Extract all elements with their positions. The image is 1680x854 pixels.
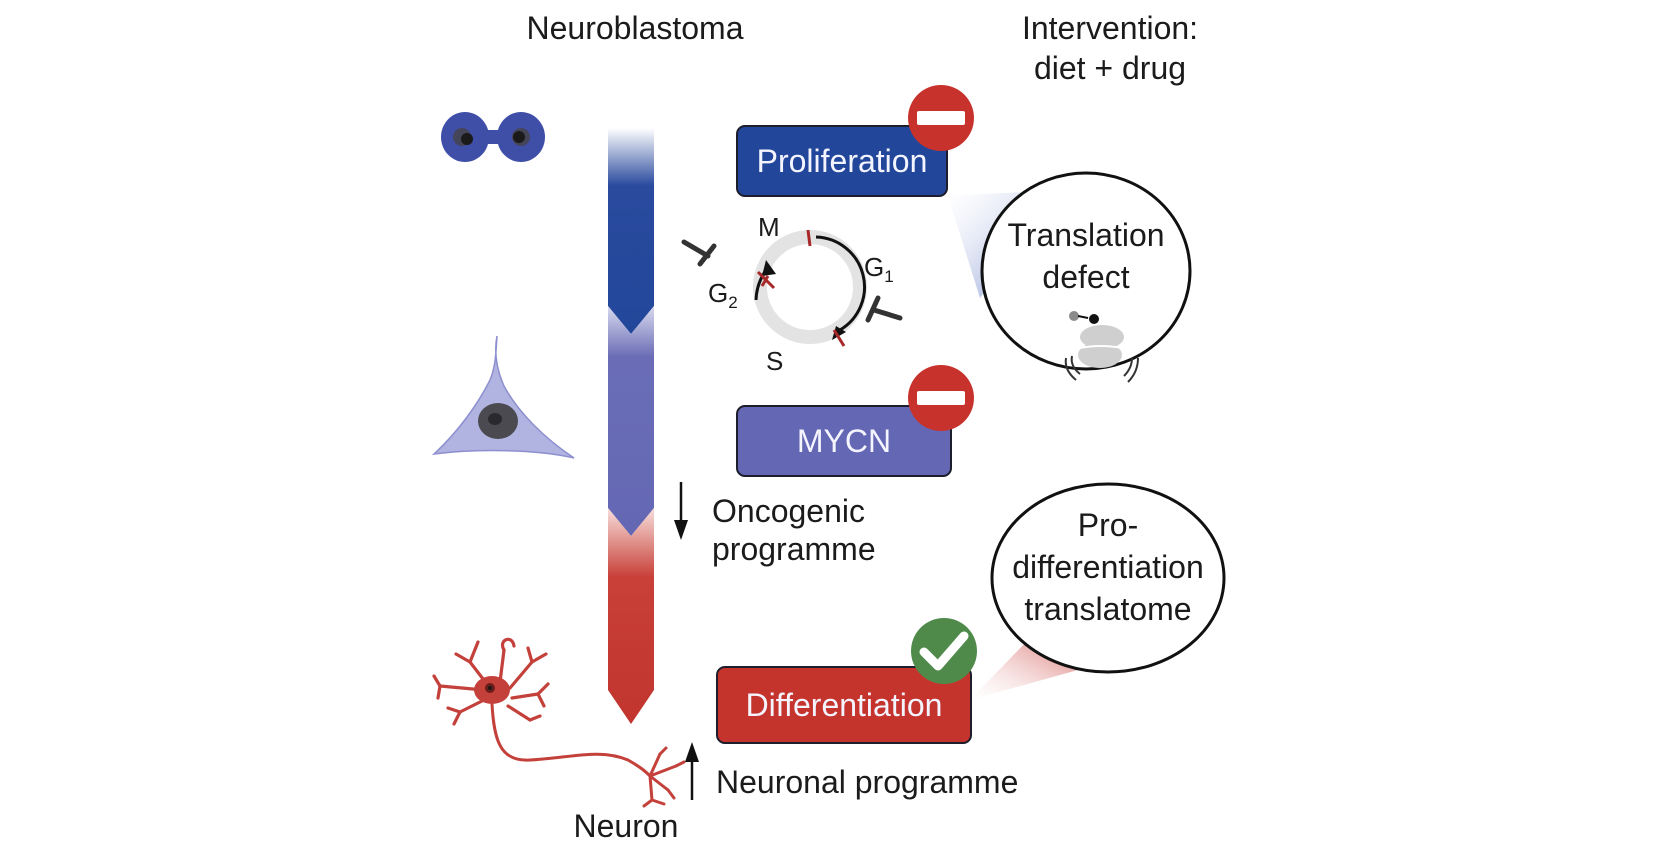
proliferation-box: Proliferation [736,125,948,197]
phase-g2-letter: G [708,278,729,308]
translation-defect-text: Translation defect [982,214,1190,298]
translation-defect-line2: defect [1042,259,1130,295]
heading-neuroblastoma: Neuroblastoma [526,10,744,46]
phase-g1-subscript: 1 [884,267,894,287]
cell-cycle-diagram [753,229,867,347]
neuronal-programme-label: Neuronal programme [716,764,1019,800]
progression-bar-proliferative-segment [608,128,654,334]
heading-intervention: Intervention: [1021,10,1199,46]
phase-g1-label: G1 [864,248,894,296]
phase-g2-subscript: 2 [728,293,738,313]
oncogenic-down-arrow [674,482,688,540]
heading-intervention-detail: diet + drug [1033,50,1187,86]
differentiation-label: Differentiation [745,686,943,723]
mycn-box: MYCN [736,405,952,477]
mycn-label: MYCN [796,422,892,459]
translation-defect-line1: Translation [1007,217,1165,253]
inhibitor-g1-icon [865,295,903,323]
translatome-text: Pro- differentiation translatome [992,504,1224,630]
translatome-line2: differentiation [1012,549,1204,585]
ribosome-icon [1064,311,1139,383]
progression-bar [608,128,654,724]
heading-neuron: Neuron [573,808,679,844]
progression-bar-differentiated-segment [608,508,654,724]
differentiation-box: Differentiation [716,666,972,744]
phase-g2-label: G2 [708,274,738,322]
translatome-line1: Pro- [1077,507,1139,543]
translation-defect-bubble [980,171,1192,371]
translatome-bubble [990,482,1226,674]
dividing-cell-icon [441,112,545,162]
oncogenic-line2: programme [712,531,876,567]
oncogenic-programme-label: Oncogenic programme [712,492,876,568]
phase-s-label: S [766,346,784,376]
phase-m-label: M [758,212,780,242]
translatome-line3: translatome [1024,591,1192,627]
neuronal-up-arrow [685,742,699,800]
phase-g1-letter: G [864,252,885,282]
proliferation-label: Proliferation [756,142,928,179]
progression-bar-intermediate-segment [608,306,654,536]
neuroblast-cell-icon [431,335,575,459]
oncogenic-line1: Oncogenic [712,493,865,529]
inhibitor-g2-icon [681,239,717,267]
neuron-icon [432,637,686,808]
g1-arrow [815,235,867,332]
